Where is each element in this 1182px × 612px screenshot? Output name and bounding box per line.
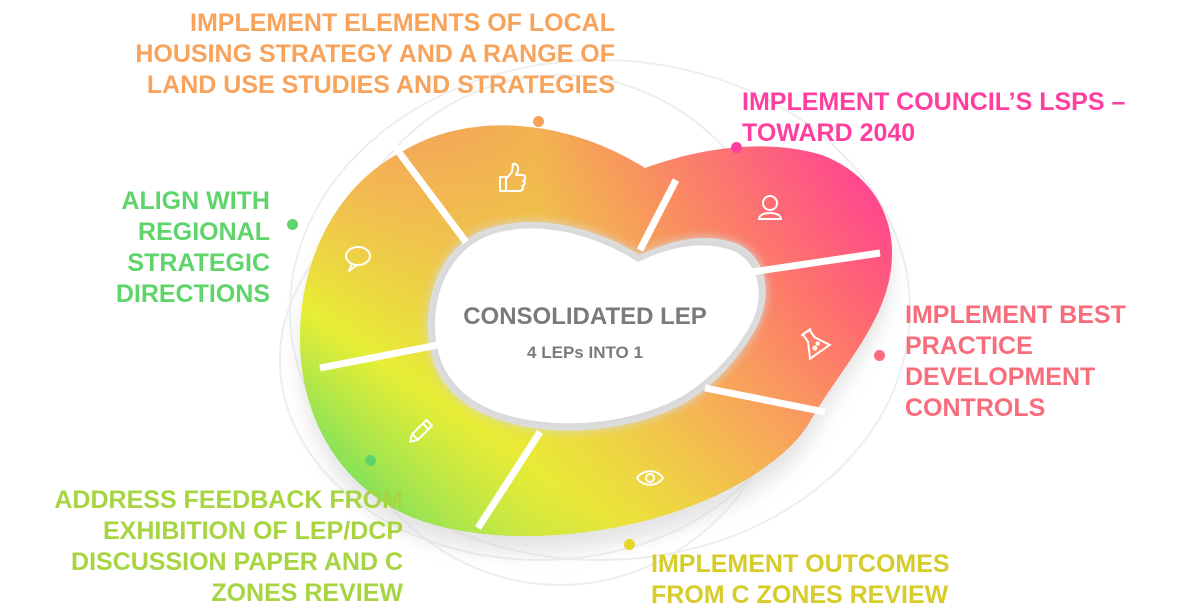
ring-glow: [300, 125, 893, 537]
label-line: EXHIBITION OF LEP/DCP: [102, 517, 403, 545]
label-line: CONTROLS: [905, 394, 1046, 422]
label-exhibition-feedback: ADDRESS FEEDBACK FROM EXHIBITION OF LEP/…: [5, 485, 403, 609]
label-line: STRATEGIC: [127, 249, 270, 277]
bullet-dot-lsps: [731, 142, 742, 153]
label-line: HOUSING STRATEGY AND A RANGE OF: [135, 40, 615, 68]
segment-dividers: [319, 144, 881, 530]
bullet-dot-c-zones: [624, 539, 635, 550]
label-line: FROM C ZONES REVIEW: [651, 581, 949, 609]
label-line: IMPLEMENT OUTCOMES: [651, 550, 950, 578]
label-line: PRACTICE: [905, 332, 1033, 360]
label-line: IMPLEMENT COUNCIL’S LSPS –: [742, 88, 1126, 116]
label-line: DISCUSSION PAPER AND C: [71, 548, 403, 576]
center-title: CONSOLIDATED LEP: [463, 303, 707, 330]
pencil-icon: [409, 418, 434, 443]
label-local-housing-strategy: IMPLEMENT ELEMENTS OF LOCAL HOUSING STRA…: [70, 8, 615, 101]
label-line: TOWARD 2040: [742, 119, 916, 147]
bullet-dot-feedback: [365, 455, 376, 466]
label-line: ADDRESS FEEDBACK FROM: [54, 486, 403, 514]
label-council-lsps: IMPLEMENT COUNCIL’S LSPS – TOWARD 2040: [742, 87, 1162, 149]
label-regional-directions: ALIGN WITH REGIONAL STRATEGIC DIRECTIONS: [70, 186, 270, 310]
label-line: IMPLEMENT ELEMENTS OF LOCAL: [190, 9, 615, 37]
center-hole: [435, 228, 759, 424]
label-line: DEVELOPMENT: [905, 363, 1096, 391]
user-icon: [757, 195, 783, 220]
label-line: DIRECTIONS: [115, 280, 270, 308]
bullet-dot-regional: [287, 219, 298, 230]
label-line: ALIGN WITH: [121, 187, 270, 215]
label-line: ZONES REVIEW: [211, 579, 403, 607]
speech-bubble-icon: [345, 246, 371, 272]
label-line: LAND USE STUDIES AND STRATEGIES: [146, 71, 615, 99]
flask-icon: [800, 327, 832, 361]
label-line: IMPLEMENT BEST: [905, 301, 1126, 329]
thumbs-up-icon: [499, 162, 527, 192]
eye-icon: [635, 470, 665, 486]
bullet-dot-housing: [533, 116, 544, 127]
label-c-zones-outcomes: IMPLEMENT OUTCOMES FROM C ZONES REVIEW: [651, 549, 1011, 611]
label-best-practice-controls: IMPLEMENT BEST PRACTICE DEVELOPMENT CONT…: [905, 300, 1165, 424]
center-subtitle: 4 LEPs INTO 1: [527, 343, 643, 362]
label-line: REGIONAL: [138, 218, 270, 246]
bullet-dot-best-practice: [874, 350, 885, 361]
